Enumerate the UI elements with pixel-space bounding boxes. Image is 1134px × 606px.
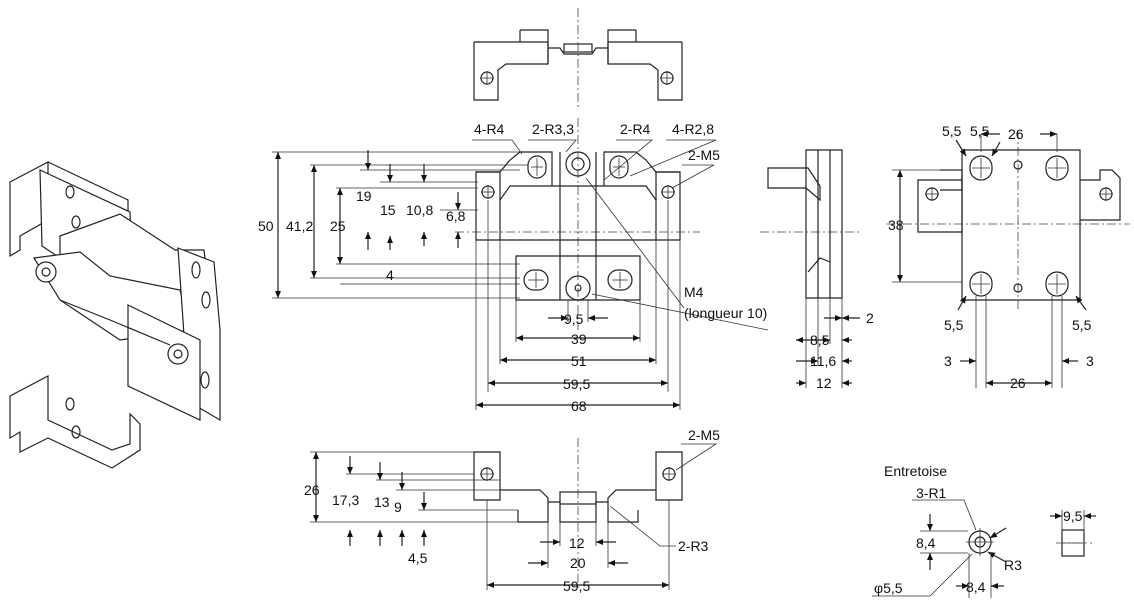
dim-bottom-20: 20 xyxy=(570,555,586,571)
label-phi-5-5: φ5,5 xyxy=(874,580,903,596)
front-view xyxy=(272,118,769,410)
dim-68: 68 xyxy=(571,398,587,414)
dim-bottom-17-3: 17,3 xyxy=(332,492,359,508)
dim-back-5-5-br: 5,5 xyxy=(1072,317,1092,333)
dim-back-38: 38 xyxy=(888,217,904,233)
label-2-m5-bottom: 2-M5 xyxy=(688,427,720,443)
front-labels: 4-R4 2-R3,3 2-R4 4-R2,8 2-M5 M4 (longueu… xyxy=(258,121,767,414)
dim-spacer-8-4-h: 8,4 xyxy=(966,579,986,595)
label-2-r3: 2-R3 xyxy=(678,538,709,554)
dim-side-2: 2 xyxy=(866,310,874,326)
label-r3: R3 xyxy=(1004,557,1022,573)
spacer-view xyxy=(872,499,1096,598)
dim-bottom-4-5: 4,5 xyxy=(408,550,428,566)
label-2-r4: 2-R4 xyxy=(620,121,651,137)
side-labels: 2 8,5 11,6 12 xyxy=(810,310,874,391)
back-labels: 5,5 5,5 26 38 5,5 5,5 3 3 26 xyxy=(888,123,1094,391)
dim-59-5: 59,5 xyxy=(563,376,590,392)
dim-back-3-left: 3 xyxy=(944,353,952,369)
dim-10-8: 10,8 xyxy=(406,202,433,218)
dim-side-8-5: 8,5 xyxy=(810,332,830,348)
dim-spacer-9-5: 9,5 xyxy=(1063,508,1083,524)
dim-back-5-5-bl: 5,5 xyxy=(944,317,964,333)
dim-back-5-5-b: 5,5 xyxy=(970,123,990,139)
spacer-labels: Entretoise 3-R1 R3 φ5,5 8,4 8,4 9,5 xyxy=(874,463,1083,596)
back-view xyxy=(886,130,1130,388)
dim-side-11-6: 11,6 xyxy=(810,353,836,369)
bottom-labels: 2-M5 2-R3 26 17,3 13 9 4,5 12 20 59,5 xyxy=(304,427,720,594)
isometric-view xyxy=(9,161,221,469)
dim-back-26-bottom: 26 xyxy=(1010,375,1026,391)
dim-51: 51 xyxy=(571,353,587,369)
dim-19: 19 xyxy=(356,188,372,204)
dim-9-5: 9,5 xyxy=(564,311,584,327)
dim-39: 39 xyxy=(571,331,587,347)
label-4-r2-8: 4-R2,8 xyxy=(672,121,714,137)
label-m4-length: (longueur 10) xyxy=(684,305,767,321)
dim-41-2: 41,2 xyxy=(286,218,313,234)
dim-bottom-26: 26 xyxy=(304,482,320,498)
bottom-view xyxy=(310,438,718,590)
dim-side-12: 12 xyxy=(816,375,832,391)
dim-back-5-5-a: 5,5 xyxy=(942,123,962,139)
dim-4: 4 xyxy=(386,267,394,283)
dim-25: 25 xyxy=(330,218,346,234)
label-3-r1: 3-R1 xyxy=(916,485,947,501)
label-4-r4: 4-R4 xyxy=(474,121,505,137)
dim-bottom-12: 12 xyxy=(569,535,585,551)
dim-bottom-9: 9 xyxy=(394,499,402,515)
dim-back-3-right: 3 xyxy=(1086,353,1094,369)
dim-50: 50 xyxy=(258,218,274,234)
dim-bottom-59-5: 59,5 xyxy=(563,578,590,594)
label-2-r3-3: 2-R3,3 xyxy=(532,121,574,137)
dim-bottom-13: 13 xyxy=(374,494,390,510)
label-m4: M4 xyxy=(684,284,704,300)
side-view xyxy=(760,149,860,388)
top-view xyxy=(473,8,683,110)
dim-spacer-8-4-v: 8,4 xyxy=(916,535,936,551)
label-2-m5-front: 2-M5 xyxy=(688,147,720,163)
label-entretoise: Entretoise xyxy=(884,463,947,479)
dim-back-26-top: 26 xyxy=(1008,126,1024,142)
dim-15: 15 xyxy=(380,202,396,218)
dim-6-8: 6,8 xyxy=(446,208,466,224)
